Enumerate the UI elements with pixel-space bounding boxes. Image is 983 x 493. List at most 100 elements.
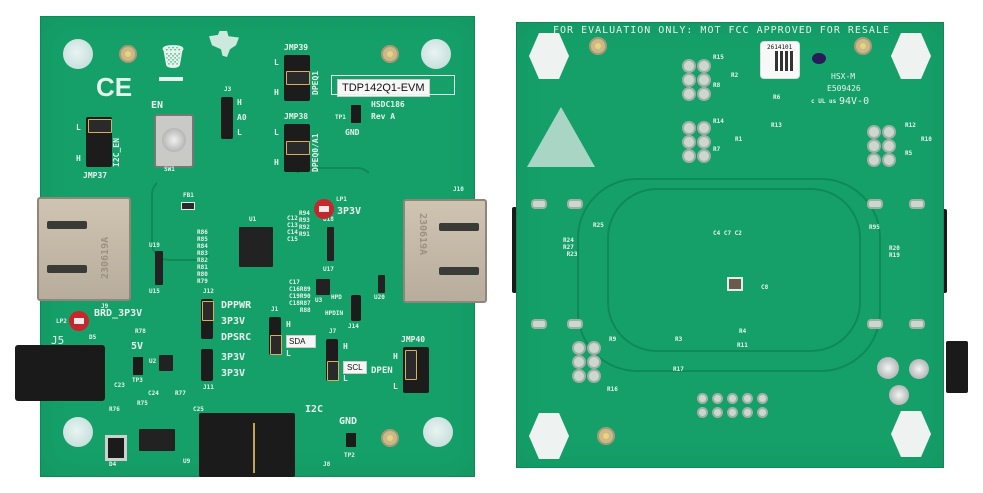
pad (727, 407, 738, 418)
i2c-header-j8[interactable] (199, 413, 295, 477)
connector-j10[interactable]: 230619A (403, 199, 487, 303)
tp1-name: GND (345, 128, 360, 137)
ref-r24-r27-r23: R24 R27 R23 (563, 237, 578, 258)
pad (882, 153, 896, 167)
j3-pin-l: L (237, 128, 242, 137)
d5-ref: D5 (89, 334, 97, 341)
datamatrix-code (775, 51, 795, 71)
test-point-tp1[interactable] (351, 105, 361, 123)
pad (867, 153, 881, 167)
revision-line-1: HSDC186 (371, 100, 405, 109)
j8-name: I2C (305, 404, 324, 415)
u3-ref: U3 (315, 297, 323, 304)
header-j3[interactable] (221, 97, 233, 139)
tp3-name: 5V (131, 341, 144, 352)
lp2-ref: LP2 (56, 318, 67, 325)
jumper-shunt[interactable] (286, 71, 310, 85)
ic-u9 (139, 429, 175, 451)
standoff-top-left (63, 39, 93, 69)
switch-en[interactable] (154, 114, 194, 168)
diode-d4 (105, 435, 127, 461)
pcb-back: FOR EVALUATION ONLY: MOT FCC APPROVED FO… (516, 22, 944, 468)
mounting-hole (854, 37, 872, 55)
tp2-name: GND (339, 416, 358, 427)
j12-dppwr: DPPWR (221, 300, 252, 311)
pad (572, 355, 586, 369)
jumper-shunt[interactable] (270, 335, 282, 355)
pcb-trace (577, 178, 881, 372)
jumper-shunt[interactable] (327, 361, 339, 381)
r77-ref: R77 (175, 390, 186, 397)
standoff-bottom-left (63, 417, 93, 447)
r76-ref: R76 (109, 406, 120, 413)
j3-pin-a0: A0 (237, 113, 247, 122)
ref-r2: R2 (731, 72, 739, 79)
solder-joint (909, 359, 929, 379)
pad (572, 369, 586, 383)
pad (682, 121, 696, 135)
header-j14[interactable] (351, 295, 361, 321)
j7-ref: J7 (329, 328, 337, 335)
pcb-trace (607, 188, 861, 352)
ic-u1 (239, 227, 273, 267)
j1-l: L (286, 349, 291, 358)
header-key-slot (253, 423, 255, 473)
jmp39-h: H (274, 88, 279, 97)
lp1-name: 3P3V (337, 206, 362, 217)
ref-r25: R25 (593, 222, 604, 229)
connector-j9[interactable]: 230619A (37, 197, 131, 301)
ref-r16: R16 (607, 386, 618, 393)
j12-ref: J12 (203, 288, 214, 295)
ce-mark: CE (96, 72, 133, 102)
mounting-hole (589, 37, 607, 55)
r78-ref: R78 (135, 328, 146, 335)
standoff-bottom-right (423, 417, 453, 447)
test-point-tp3[interactable] (133, 357, 143, 375)
pad (697, 407, 708, 418)
revision-line-2: Rev A (371, 112, 396, 121)
connector-slot (439, 267, 479, 275)
jmp40-h: H (393, 352, 398, 361)
jumper-shunt[interactable] (88, 119, 112, 133)
ref-r5: R5 (905, 150, 913, 157)
j14-hpdin: HPDIN (325, 310, 344, 317)
ul-symbol: c UL us (811, 98, 837, 105)
barrel-jack-back (946, 341, 968, 393)
cap-c1 (727, 277, 743, 291)
switch-button[interactable] (162, 128, 186, 152)
esd-warning-icon (527, 107, 595, 167)
switch-en-label: EN (151, 100, 164, 111)
side-connector-left (512, 207, 517, 293)
ink-mark (812, 53, 826, 64)
oval-pad (909, 319, 925, 329)
led-lp2 (69, 311, 89, 331)
j12-dpsrc: DPSRC (221, 332, 252, 343)
ref-r13: R13 (771, 122, 782, 129)
ref-caps-top: C4 C7 C2 (713, 230, 742, 237)
ul-line-2: E509426 (827, 84, 861, 93)
ref-r20-r19: R20 R19 (889, 245, 900, 259)
jumper-shunt[interactable] (405, 350, 417, 380)
pad (587, 355, 601, 369)
pad (757, 393, 768, 404)
mounting-hole (119, 45, 137, 63)
pad (882, 125, 896, 139)
jumper-shunt[interactable] (202, 301, 214, 321)
lp2-name: BRD_3P3V (94, 308, 143, 319)
mounting-hole (381, 45, 399, 63)
pad (697, 121, 711, 135)
hex-standoff-top-left (529, 33, 569, 79)
j5-ref: J5 (51, 334, 65, 347)
header-j11[interactable] (201, 349, 213, 381)
j12-3p3v: 3P3V (221, 316, 246, 327)
ref-c8: C8 (761, 284, 769, 291)
test-point-tp2[interactable] (346, 433, 356, 447)
barcode-label: 2614101 (760, 41, 800, 79)
power-jack-j5[interactable] (15, 345, 105, 401)
jumper-shunt[interactable] (286, 141, 310, 155)
oval-pad (909, 199, 925, 209)
ref-r11: R11 (737, 342, 748, 349)
oval-pad (567, 199, 583, 209)
led-lp1 (314, 199, 334, 219)
pad (882, 139, 896, 153)
